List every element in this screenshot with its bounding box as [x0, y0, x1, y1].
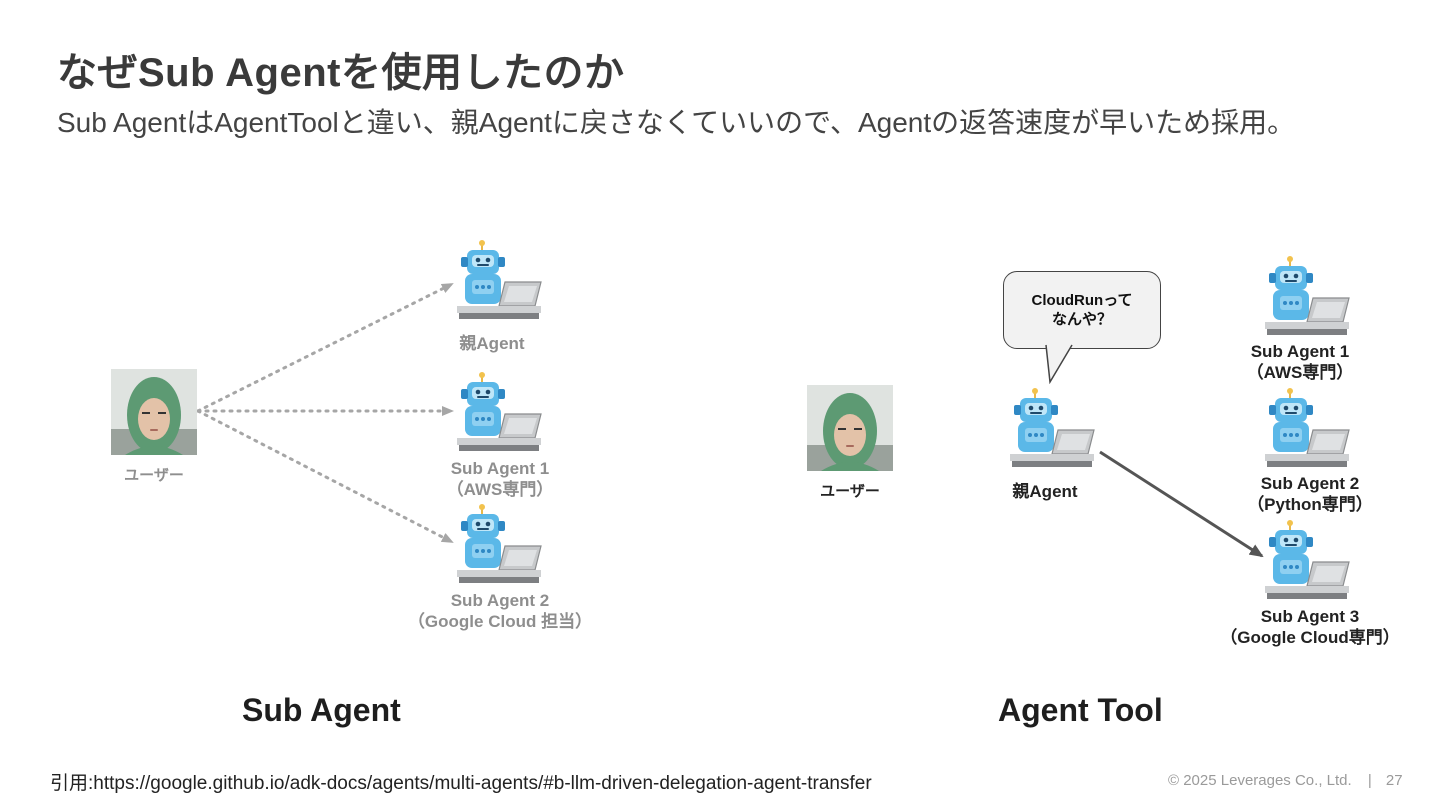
sub-agent-1-role: （AWS専門） — [400, 479, 600, 500]
robot-laptop-icon — [455, 372, 545, 454]
bubble-line-1: CloudRunって — [1004, 291, 1160, 310]
sub-agent-2-label: Sub Agent 2 （Python専門） — [1210, 473, 1410, 515]
person-photo-icon — [807, 385, 893, 471]
sub-agent-1-label: Sub Agent 1 （AWS専門） — [1200, 341, 1400, 383]
user-label: ユーザー — [111, 465, 197, 486]
robot-laptop-icon — [1008, 388, 1098, 470]
sub-agent-3-role: （Google Cloud専門） — [1200, 627, 1420, 648]
sub-agent-3-label: Sub Agent 3 （Google Cloud専門） — [1200, 606, 1420, 648]
section-label-sub-agent: Sub Agent — [242, 692, 401, 729]
parent-agent-label: 親Agent — [400, 333, 584, 354]
page-number: 27 — [1386, 772, 1403, 789]
copyright-text: © 2025 Leverages Co., Ltd. — [1168, 772, 1352, 789]
bubble-line-2: なんや？ — [1004, 310, 1160, 329]
person-photo-icon — [111, 369, 197, 455]
sub-agent-2-role: （Google Cloud 担当） — [400, 611, 600, 632]
footer-copyright-bar: © 2025 Leverages Co., Ltd. | 27 — [1168, 772, 1403, 789]
parent-agent-label: 親Agent — [985, 481, 1105, 502]
sub-agent-2-label: Sub Agent 2 （Google Cloud 担当） — [400, 590, 600, 632]
citation-link[interactable]: 引用:https://google.github.io/adk-docs/age… — [50, 768, 872, 795]
speech-bubble-tail — [1044, 344, 1074, 384]
sub-agent-2-name: Sub Agent 2 — [400, 590, 600, 611]
footer-separator: | — [1368, 772, 1372, 789]
sub-agent-2-role: （Python専門） — [1210, 494, 1410, 515]
speech-bubble-icon: CloudRunって なんや？ — [1003, 271, 1161, 349]
robot-laptop-icon — [455, 504, 545, 586]
robot-laptop-icon — [455, 240, 545, 322]
robot-laptop-icon — [1263, 520, 1353, 602]
user-label: ユーザー — [797, 481, 903, 502]
robot-laptop-icon — [1263, 388, 1353, 470]
section-label-agent-tool: Agent Tool — [998, 692, 1163, 729]
sub-agent-1-name: Sub Agent 1 — [1200, 341, 1400, 362]
sub-agent-1-role: （AWS専門） — [1200, 362, 1400, 383]
robot-laptop-icon — [1263, 256, 1353, 338]
sub-agent-3-name: Sub Agent 3 — [1200, 606, 1420, 627]
sub-agent-2-name: Sub Agent 2 — [1210, 473, 1410, 494]
sub-agent-1-name: Sub Agent 1 — [400, 458, 600, 479]
sub-agent-1-label: Sub Agent 1 （AWS専門） — [400, 458, 600, 500]
